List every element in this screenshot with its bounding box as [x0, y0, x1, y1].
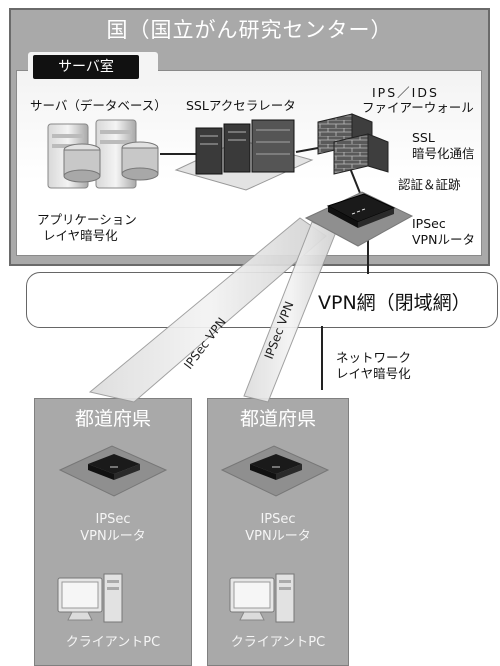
router-label-1: IPSec: [412, 216, 446, 231]
prefecture-1-client-label: クライアントPC: [65, 635, 161, 650]
ssl-accelerator-icon: [174, 119, 314, 191]
prefecture-2-client-label: クライアントPC: [230, 635, 326, 650]
prefecture-1-router-label-1: IPSec: [95, 512, 131, 527]
server-icon: [47, 119, 159, 189]
vpn-router-icon: [304, 191, 414, 247]
national-title: 国（国立がん研究センター）: [106, 18, 393, 42]
firewall-label: ファイアーウォール: [362, 100, 474, 115]
prefecture-1-client-pc-icon: [57, 573, 123, 623]
server-label: サーバ（データベース）: [30, 98, 167, 113]
firewall-icon: [317, 113, 389, 175]
prefecture-1-router-icon: [58, 445, 168, 497]
network-encryption-label-2: レイヤ暗号化: [336, 366, 411, 381]
server-room-label: サーバ室: [33, 55, 139, 79]
prefecture-title-2: 都道府県: [239, 408, 316, 430]
prefecture-2-client-pc-icon: [229, 573, 295, 623]
prefecture-1-router-label-2: VPNルータ: [80, 529, 146, 544]
ips-ids-label: IPS／IDS: [372, 85, 439, 100]
prefecture-2-router-label-1: IPSec: [260, 512, 296, 527]
app-encryption-label-2: レイヤ暗号化: [43, 228, 118, 243]
ssl-label: SSL: [412, 130, 435, 145]
ssl-accelerator-label: SSLアクセラレータ: [186, 98, 296, 113]
prefecture-box-1: [34, 398, 192, 666]
auth-label: 認証＆証跡: [398, 177, 461, 192]
prefecture-2-router-icon: [220, 445, 330, 497]
ipsec-vpn-tunnels: IPSec VPN IPSec VPN: [88, 217, 337, 403]
app-encryption-label-1: アプリケーション: [37, 212, 137, 227]
prefecture-title-1: 都道府県: [74, 408, 151, 430]
vpn-network-label: VPN網（閉域網）: [318, 292, 471, 314]
ssl-encryption-label: 暗号化通信: [412, 146, 475, 161]
prefecture-2-router-label-2: VPNルータ: [245, 529, 311, 544]
network-encryption-label-1: ネットワーク: [336, 350, 412, 365]
router-label-2: VPNルータ: [412, 232, 475, 247]
